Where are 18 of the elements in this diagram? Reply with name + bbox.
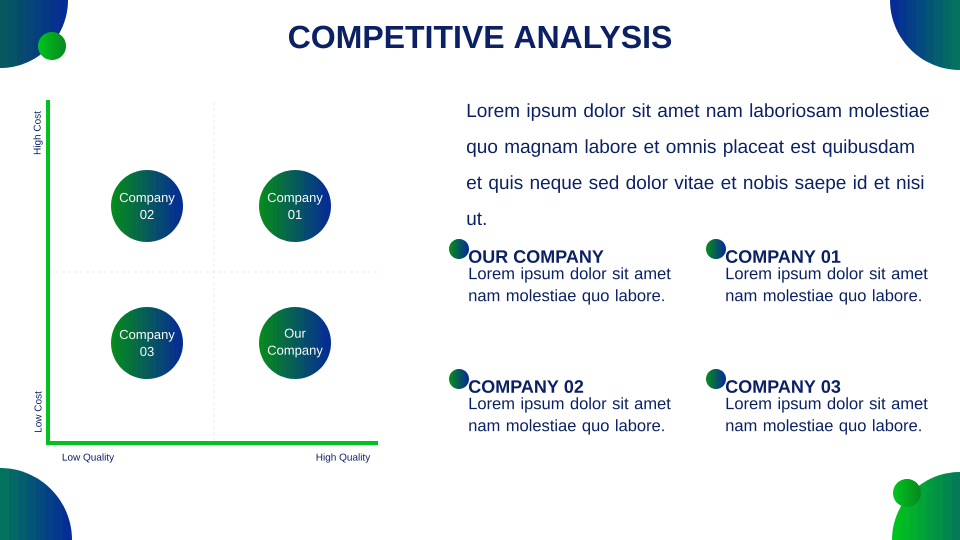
description: Lorem ipsum dolor sit amet nam molestiae quo labore. — [469, 397, 671, 435]
node-label: Company 01 — [268, 192, 323, 220]
description: Lorem ipsum dolor sit amet nam molestiae quo labore. — [726, 267, 928, 305]
axis-label: Low Cost — [34, 391, 42, 432]
heading: COMPANY 01 — [726, 250, 840, 263]
paragraph: Lorem ipsum dolor sit amet nam laboriosam molestiae quo magnam labore et omnis placeat est quibusdam et quis neque sed dolor vitae et nobis saepe id et nisi ut. — [467, 103, 929, 226]
axis-label: High Cost — [33, 111, 43, 154]
description: Lorem ipsum dolor sit amet nam molestiae quo labore. — [469, 267, 671, 305]
heading: COMPANY 03 — [726, 380, 840, 393]
node-label: Our Company — [268, 328, 323, 358]
axis-label: Low Quality — [62, 453, 114, 463]
axis-label: High Quality — [316, 453, 370, 463]
node-label: Company 02 — [120, 192, 175, 220]
heading: OUR COMPANY — [468, 250, 604, 263]
description: Lorem ipsum dolor sit amet nam molestiae quo labore. — [726, 397, 928, 435]
node-label: Company 03 — [120, 330, 175, 356]
title: COMPETITIVE ANALYSIS — [289, 26, 672, 48]
heading: COMPANY 02 — [468, 380, 584, 393]
